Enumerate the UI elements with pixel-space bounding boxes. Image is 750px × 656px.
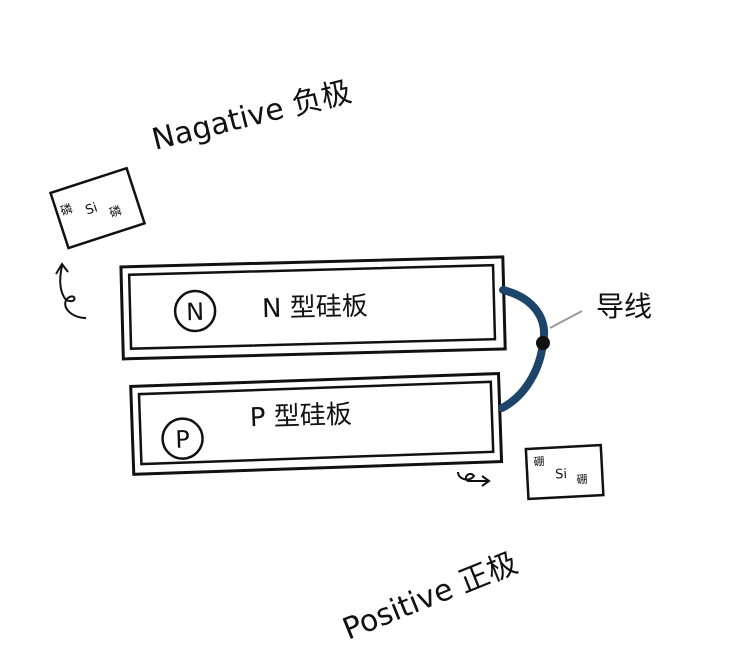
p-dopant-center: Si xyxy=(555,467,568,483)
n-dopant-center: Si xyxy=(84,201,100,219)
n-dopant-right: 磷 xyxy=(107,202,123,220)
p-plate-label: P 型硅板 xyxy=(249,400,352,434)
wire-leader-line xyxy=(549,310,583,329)
wire-junction-dot xyxy=(536,336,550,350)
n-dopant-left: 磷 xyxy=(58,200,74,218)
n-arrow-icon xyxy=(55,262,87,319)
p-symbol-circle xyxy=(161,417,204,460)
n-dopant-box: 磷 Si 磷 xyxy=(48,166,147,250)
n-symbol-circle xyxy=(173,289,217,333)
n-symbol: N xyxy=(186,298,205,326)
p-dopant-right: 硼 xyxy=(576,473,588,487)
wire xyxy=(498,286,548,412)
positive-label: Positive 正极 xyxy=(338,546,523,648)
p-dopant-box: 硼 Si 硼 xyxy=(524,443,605,501)
n-plate-label: N 型硅板 xyxy=(262,291,368,324)
n-plate: N N 型硅板 xyxy=(119,255,507,361)
p-dopant-left: 硼 xyxy=(533,455,545,469)
p-plate: P P 型硅板 xyxy=(129,372,504,476)
wire-label: 导线 xyxy=(596,290,652,323)
negative-label: Nagative 负极 xyxy=(148,74,355,157)
p-arrow-icon xyxy=(457,471,491,487)
p-symbol: P xyxy=(175,425,190,453)
